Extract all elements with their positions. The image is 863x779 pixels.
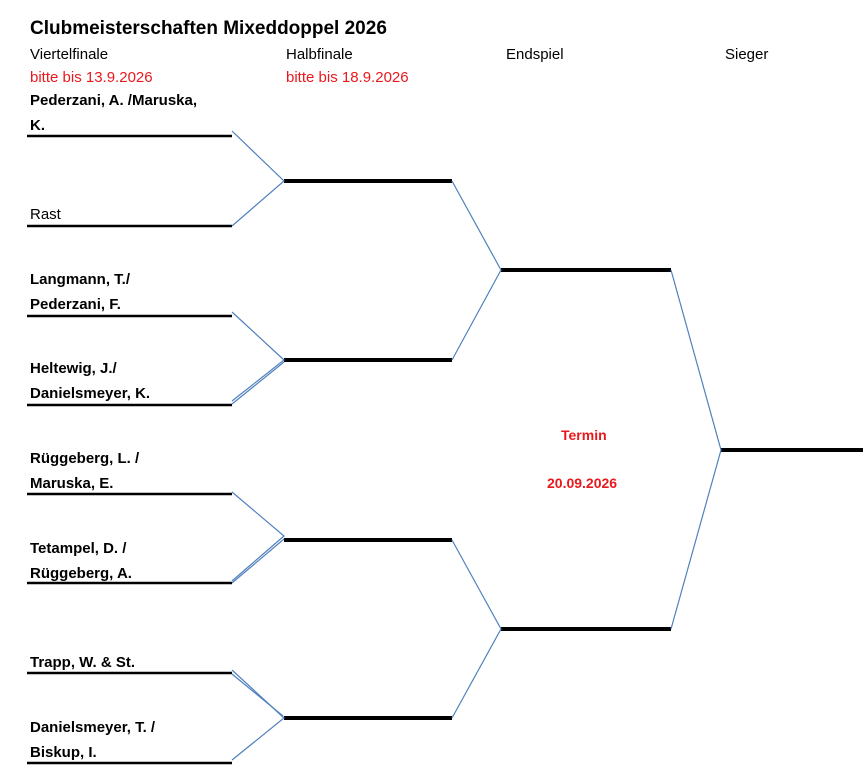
player-line: Heltewig, J./	[30, 360, 117, 377]
player-entry-7: Trapp, W. & St.	[30, 650, 135, 675]
connector	[451, 180, 502, 361]
deadline-quarterfinal: bitte bis 13.9.2026	[30, 69, 153, 86]
connector	[231, 538, 285, 584]
player-line: Trapp, W. & St.	[30, 654, 136, 671]
final-date-label: Termin	[561, 427, 607, 443]
round-label-quarterfinal: Viertelfinale	[30, 46, 109, 63]
page-title: Clubmeisterschaften Mixeddoppel 2026	[30, 18, 387, 39]
player-entry-2: Rast	[30, 202, 61, 227]
connector	[231, 673, 284, 717]
player-line: Maruska, E.	[30, 475, 114, 492]
player-line: Danielsmeyer, K.	[30, 385, 151, 402]
player-line: Rast	[30, 206, 61, 223]
player-line: Rüggeberg, L. /	[30, 450, 140, 467]
player-line: Rüggeberg, A.	[30, 565, 132, 582]
player-line: Pederzani, A. /Maruska,	[30, 92, 198, 109]
player-line: K.	[30, 117, 45, 134]
player-line: Danielsmeyer, T. /	[30, 719, 156, 736]
player-line: Biskup, I.	[30, 744, 97, 761]
bracket-slot-lines	[27, 134, 232, 765]
player-line: Pederzani, F.	[30, 296, 121, 313]
connector	[231, 669, 285, 761]
round-label-semifinal: Halbfinale	[286, 46, 353, 63]
player-entry-6: Tetampel, D. / Rüggeberg, A.	[30, 536, 132, 586]
connector	[231, 491, 285, 582]
connector	[231, 311, 285, 402]
connector	[231, 361, 285, 405]
connector	[451, 539, 502, 719]
bracket-connectors	[231, 130, 722, 761]
player-line: Tetampel, D. /	[30, 540, 127, 557]
player-entry-4: Heltewig, J./ Danielsmeyer, K.	[30, 356, 150, 406]
final-date-value: 20.09.2026	[547, 475, 618, 491]
deadline-semifinal: bitte bis 18.9.2026	[286, 69, 409, 86]
player-entry-3: Langmann, T./ Pederzani, F.	[30, 267, 130, 317]
player-entry-5: Rüggeberg, L. / Maruska, E.	[30, 446, 139, 496]
round-label-winner: Sieger	[725, 46, 769, 63]
round-label-final: Endspiel	[506, 46, 564, 63]
bracket-advance-lines	[284, 179, 863, 720]
player-entry-1: Pederzani, A. /Maruska, K.	[30, 88, 197, 138]
player-line: Langmann, T./	[30, 271, 131, 288]
player-entry-8: Danielsmeyer, T. / Biskup, I.	[30, 715, 155, 765]
connector	[231, 130, 285, 227]
connector	[670, 269, 722, 630]
